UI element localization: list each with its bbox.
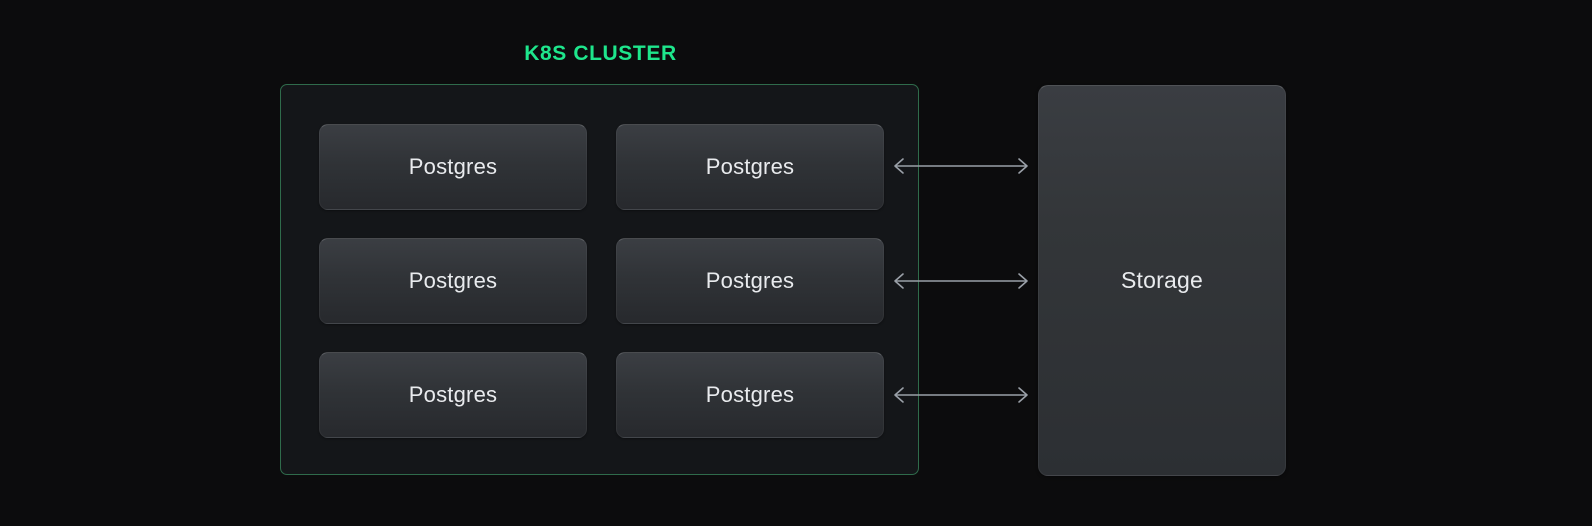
postgres-node[interactable]: Postgres <box>616 124 884 210</box>
storage-connector-arrow <box>888 268 1034 294</box>
storage-box[interactable]: Storage <box>1038 85 1286 476</box>
postgres-node[interactable]: Postgres <box>616 238 884 324</box>
postgres-node-label: Postgres <box>408 268 498 293</box>
postgres-node-label: Postgres <box>408 154 498 179</box>
storage-connector-arrow <box>888 382 1034 408</box>
postgres-node[interactable]: Postgres <box>319 352 587 438</box>
cluster-title: K8S CLUSTER <box>524 42 677 65</box>
postgres-node-label: Postgres <box>705 382 795 407</box>
storage-label: Storage <box>1121 267 1203 293</box>
left-node-column: Postgres Postgres Postgres <box>319 124 587 438</box>
postgres-node-label: Postgres <box>408 382 498 407</box>
postgres-node-label: Postgres <box>705 268 795 293</box>
postgres-node[interactable]: Postgres <box>319 124 587 210</box>
storage-connector-arrow <box>888 153 1034 179</box>
right-node-column: Postgres Postgres Postgres <box>616 124 884 438</box>
postgres-node-label: Postgres <box>705 154 795 179</box>
postgres-node[interactable]: Postgres <box>616 352 884 438</box>
postgres-node[interactable]: Postgres <box>319 238 587 324</box>
